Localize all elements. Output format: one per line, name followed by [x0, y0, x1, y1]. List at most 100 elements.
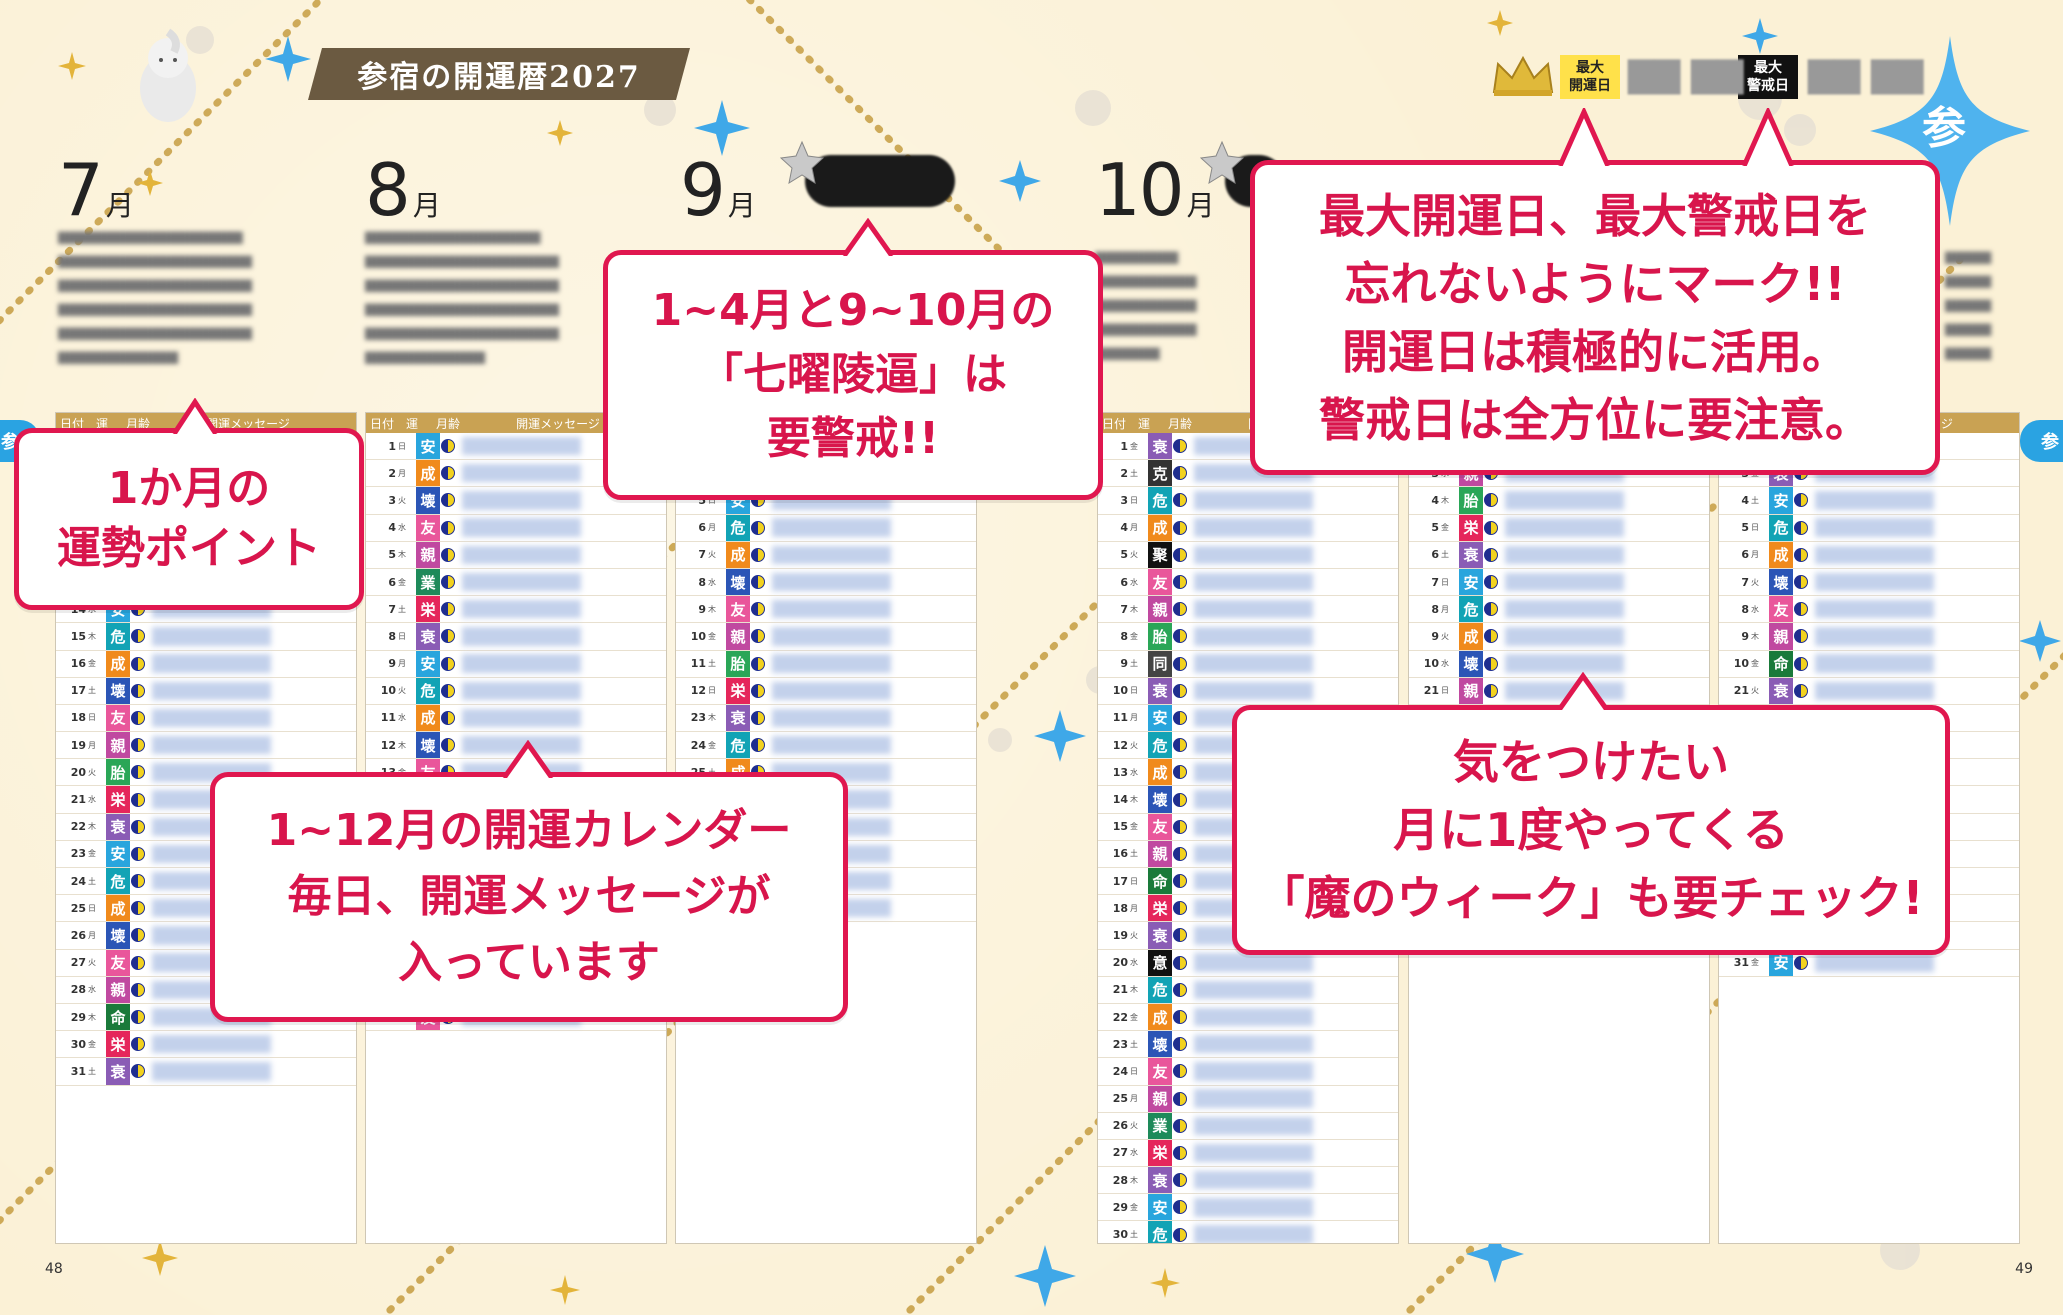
day-number: 5 — [1120, 548, 1128, 562]
message-blurred — [1194, 491, 1392, 510]
moon-phase-icon — [750, 738, 766, 753]
day-number: 27 — [1112, 1146, 1128, 1160]
moon-phase-icon — [1172, 629, 1188, 644]
fortune-kanji: 危 — [1148, 976, 1172, 1003]
day-number: 19 — [1112, 928, 1128, 942]
fortune-kanji: 胎 — [106, 759, 130, 786]
moon-phase-icon — [1483, 520, 1499, 535]
side-tab-right: 参 — [2020, 420, 2063, 462]
day-number: 20 — [70, 765, 86, 779]
message-blurred — [1194, 681, 1392, 700]
moon-phase-icon — [1172, 683, 1188, 698]
weekday: 水 — [1130, 1148, 1138, 1158]
fortune-kanji: 成 — [1148, 1003, 1172, 1031]
weekday: 水 — [88, 795, 96, 805]
moon-phase-icon — [1172, 819, 1188, 834]
weekday: 土 — [398, 604, 406, 614]
fortune-kanji: 栄 — [416, 596, 440, 623]
moon-phase-icon — [1793, 493, 1809, 508]
fortune-kanji: 成 — [1459, 623, 1483, 650]
day-number: 11 — [1112, 711, 1128, 725]
weekday: 月 — [1751, 550, 1759, 560]
weekday: 火 — [398, 686, 406, 696]
moon-phase-icon — [1172, 1064, 1188, 1079]
fortune-kanji: 栄 — [1148, 1139, 1172, 1167]
fortune-kanji: 親 — [726, 623, 750, 650]
day-number: 24 — [70, 874, 86, 888]
fortune-kanji: 命 — [1769, 650, 1793, 677]
weekday: 水 — [398, 523, 406, 533]
weekday: 日 — [398, 441, 406, 451]
fortune-kanji: 危 — [726, 514, 750, 541]
moon-phase-icon — [440, 466, 456, 481]
day-number: 21 — [1733, 684, 1749, 698]
star-icon — [780, 140, 824, 184]
fortune-kanji: 栄 — [106, 786, 130, 813]
callout-tail — [1741, 108, 1795, 166]
message-blurred — [772, 654, 970, 673]
message-blurred — [1505, 545, 1703, 564]
weekday: 火 — [1751, 577, 1759, 587]
message-blurred — [462, 654, 660, 673]
message-blurred — [772, 545, 970, 564]
day-number: 4 — [1120, 521, 1128, 535]
day-number: 25 — [70, 901, 86, 915]
warn-day-badge: 最大警戒日 — [1738, 55, 1798, 99]
moon-phase-icon — [1793, 683, 1809, 698]
fortune-kanji: 危 — [106, 868, 130, 895]
moon-phase-icon — [750, 629, 766, 644]
weekday: 金 — [708, 631, 716, 641]
weekday: 土 — [1130, 468, 1138, 478]
weekday: 月 — [708, 523, 716, 533]
weekday: 火 — [1130, 740, 1138, 750]
weekday: 木 — [1751, 631, 1759, 641]
day-number: 9 — [1120, 657, 1128, 671]
page-number-right: 49 — [2015, 1261, 2033, 1277]
moon-phase-icon — [440, 602, 456, 617]
weekday: 日 — [1441, 577, 1449, 587]
fortune-kanji: 壊 — [726, 568, 750, 596]
message-blurred — [1815, 654, 2013, 673]
weekday: 金 — [1751, 659, 1759, 669]
moon-phase-icon — [130, 874, 146, 889]
weekday: 水 — [1130, 767, 1138, 777]
day-number: 6 — [1431, 548, 1439, 562]
best-day-dates-blurred: ▇▇ ▇▇ — [1628, 55, 1744, 95]
moon-phase-icon — [1172, 928, 1188, 943]
day-number: 30 — [1112, 1228, 1128, 1242]
message-blurred — [462, 600, 660, 619]
message-blurred — [1194, 1116, 1392, 1135]
weekday: 土 — [1130, 1230, 1138, 1240]
weekday: 日 — [398, 631, 406, 641]
moon-phase-icon — [1172, 1118, 1188, 1133]
message-blurred — [152, 654, 350, 673]
message-blurred — [1505, 518, 1703, 537]
fortune-kanji: 成 — [726, 541, 750, 568]
moon-phase-icon — [440, 656, 456, 671]
moon-phase-icon — [130, 1064, 146, 1079]
mascot-icon — [140, 28, 196, 122]
fortune-kanji: 友 — [1148, 1058, 1172, 1085]
weekday: 金 — [1130, 1012, 1138, 1022]
message-blurred — [1505, 600, 1703, 619]
day-number: 22 — [70, 820, 86, 834]
day-number: 16 — [1112, 847, 1128, 861]
message-blurred — [1194, 1062, 1392, 1081]
fortune-kanji: 壊 — [106, 922, 130, 949]
moon-phase-icon — [750, 575, 766, 590]
callout-shichiyo-warning: 1~4月と9~10月の「七曜陵逼」は要警戒!! — [603, 250, 1103, 500]
